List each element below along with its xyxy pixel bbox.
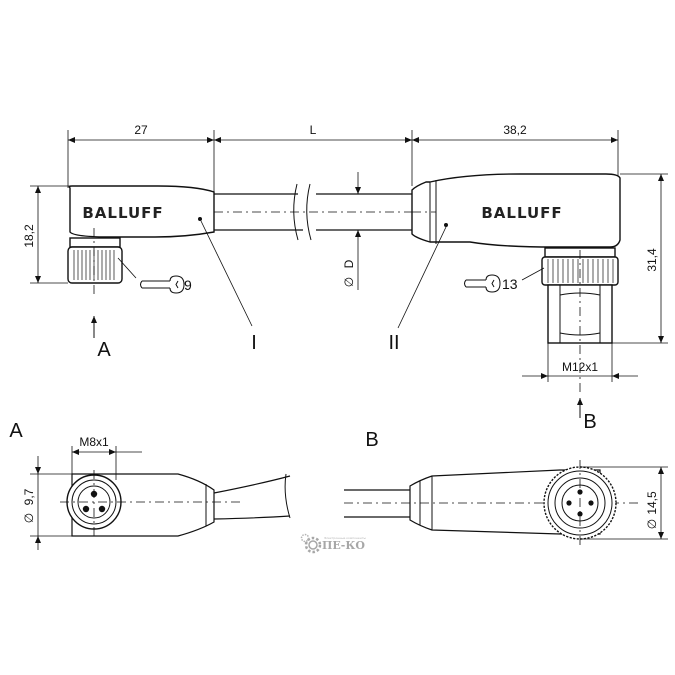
section-b-title: B bbox=[365, 429, 378, 451]
right-nut-knurl bbox=[547, 259, 614, 283]
dim-right-connector-length: 38,2 bbox=[503, 123, 527, 137]
diameter-symbol-left: ∅ bbox=[22, 513, 36, 523]
dim-cable-diameter-label: D bbox=[342, 259, 356, 268]
dim-left-height: 18,2 bbox=[22, 185, 70, 284]
section-a-title: A bbox=[9, 420, 23, 442]
view-arrows: A B bbox=[91, 316, 597, 433]
dim-cable-diameter: ∅ D bbox=[342, 172, 361, 290]
right-face bbox=[543, 460, 617, 548]
dim-left-thread-label: M8x1 bbox=[79, 435, 109, 449]
view-arrow-left-label: A bbox=[97, 339, 111, 361]
brand-logo-left: BALLUFF bbox=[82, 204, 163, 222]
dim-left-connector-length: 27 bbox=[134, 123, 148, 137]
diameter-symbol-right: ∅ bbox=[645, 519, 659, 529]
top-dimension-chain: 27 L 38,2 bbox=[67, 123, 619, 192]
dim-left-face-diameter: 9,7 bbox=[22, 488, 36, 505]
brand-logo-right: BALLUFF bbox=[481, 204, 562, 222]
wrench-size-left: 9 bbox=[184, 277, 192, 293]
section-b-view: B ∅ 14,5 bbox=[344, 429, 668, 548]
wrench-icon-left: 9 bbox=[140, 275, 192, 294]
section-a-view: A M8x1 ∅ 9,7 bbox=[9, 420, 291, 550]
dim-left-connector-height: 18,2 bbox=[22, 224, 36, 248]
gear-icon bbox=[300, 533, 322, 554]
end-markers: I II bbox=[200, 220, 447, 354]
dim-right-height: 31,4 bbox=[612, 173, 668, 344]
wrench-size-right: 13 bbox=[502, 276, 518, 292]
dim-right-connector-height: 31,4 bbox=[645, 248, 659, 272]
dim-right-thread-label: M12x1 bbox=[562, 360, 598, 374]
watermark-logo: ПЕ-КО Электронные компоненты bbox=[300, 533, 366, 554]
diameter-symbol-cable: ∅ bbox=[342, 277, 356, 287]
dim-cable-length: L bbox=[310, 123, 317, 137]
cable-main bbox=[214, 183, 412, 241]
view-arrow-right-label: B bbox=[583, 411, 596, 433]
left-connector-side: BALLUFF bbox=[67, 185, 215, 296]
end-marker-left: I bbox=[251, 332, 257, 354]
dim-right-face-diameter: 14,5 bbox=[645, 491, 659, 515]
wrench-icon-right: 13 bbox=[464, 274, 518, 293]
end-marker-right: II bbox=[388, 332, 399, 354]
left-nut-knurl bbox=[73, 250, 115, 280]
right-connector-side: BALLUFF bbox=[411, 173, 621, 394]
watermark-tagline: Электронные компоненты bbox=[324, 536, 366, 540]
dim-right-thread: M12x1 bbox=[522, 343, 638, 382]
watermark-name: ПЕ-КО bbox=[322, 539, 365, 552]
